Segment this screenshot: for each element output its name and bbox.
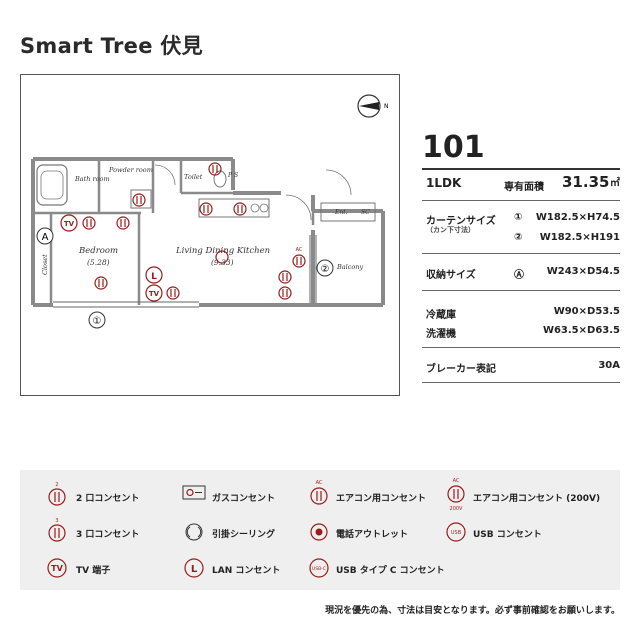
legend-label: エアコン用コンセント (200V) (473, 494, 601, 504)
ps-label: P S (227, 172, 238, 179)
ac-outlet-icon: AC (310, 480, 328, 505)
svg-text:USB: USB (451, 530, 462, 536)
svg-text:AC: AC (316, 480, 323, 486)
north-compass-icon: N (357, 94, 389, 118)
svg-text:3: 3 (55, 518, 58, 524)
legend-label: LAN コンセント (212, 566, 281, 576)
legend-label: ガスコンセント (212, 494, 276, 504)
svg-text:A: A (42, 232, 49, 243)
divider (422, 168, 620, 170)
usb-outlet-icon: USB (446, 522, 466, 542)
entrance-label: Ent. (334, 209, 348, 216)
outlet-2-icon: 2 (48, 482, 66, 506)
north-label: N (384, 103, 389, 110)
svg-text:200V: 200V (450, 506, 464, 512)
ceiling-hook-icon (185, 523, 203, 541)
storage-size: W243×D54.5 (546, 266, 620, 277)
ac-outlet-marker: AC (296, 247, 303, 253)
lan-outlet-marker: L (145, 266, 163, 284)
breaker-label: ブレーカー表記 (426, 364, 496, 375)
divider (422, 200, 620, 201)
tv-outlet-marker-2: TV (145, 284, 163, 302)
bedroom-size: (5.28) (87, 258, 110, 267)
legend-label: 引掛シーリング (212, 530, 276, 540)
storage-label: 収納サイズ (426, 270, 476, 281)
curtain-1-size: W182.5×H74.5 (535, 212, 620, 223)
svg-text:AC: AC (453, 478, 460, 484)
closet-label: Closet (41, 254, 49, 275)
storage-marker: Ⓐ (514, 270, 524, 281)
divider (422, 382, 620, 383)
svg-text:①: ① (93, 316, 102, 327)
legend-label: 電話アウトレット (336, 530, 409, 540)
unit-number: 101 (422, 130, 485, 165)
legend-label: USB タイプ C コンセント (336, 566, 445, 576)
divider (422, 290, 620, 291)
outlet-3-icon: 3 (48, 518, 66, 542)
floor-plan: N (20, 74, 400, 396)
balcony-label: Balcony (336, 263, 363, 271)
floor-plan-drawing: N (31, 94, 389, 329)
curtain-label: カーテンサイズ (426, 216, 496, 227)
bath-room-label: Bath room (74, 175, 110, 183)
toilet-label: Toilet (184, 173, 203, 181)
curtain-2-marker: ② (514, 232, 523, 243)
powder-room-label: Powder room (108, 166, 153, 174)
symbol-legend: 2 2 口コンセント ガスコンセント AC エアコン用コンセント AC 200V… (20, 470, 620, 590)
legend-label: USB コンセント (473, 530, 542, 540)
svg-text:TV: TV (149, 290, 160, 298)
svg-text:2: 2 (55, 482, 58, 488)
legend-label: 3 口コンセント (76, 530, 140, 540)
lan-outlet-icon: L (184, 558, 204, 578)
svg-text:TV: TV (51, 564, 63, 573)
curtain-1-marker: ① (514, 212, 523, 223)
footnote: 現況を優先の為、寸法は目安となります。必ず事前確認をお願いします。 (325, 606, 620, 616)
svg-text:L: L (151, 272, 157, 282)
usb-c-outlet-icon: USB-C (309, 558, 329, 578)
svg-text:USB-C: USB-C (312, 566, 326, 572)
ac-outlet-200v-icon: AC 200V (447, 478, 465, 512)
legend-label: エアコン用コンセント (336, 494, 427, 504)
svg-text:TV: TV (64, 220, 75, 228)
fridge-label: 冷蔵庫 (426, 310, 456, 321)
curtain-note: （カン下寸法） (426, 226, 475, 234)
area-value: 31.35 (562, 173, 610, 191)
bedroom-label: Bedroom (78, 246, 118, 256)
layout-type: 1LDK (426, 176, 462, 190)
breaker-value: 30A (598, 360, 620, 371)
svg-text:②: ② (321, 264, 330, 275)
tv-outlet-marker-1: TV (60, 214, 78, 232)
svg-text:L: L (191, 564, 198, 575)
svg-text:AC: AC (296, 247, 303, 253)
page-title: Smart Tree 伏見 (20, 34, 203, 58)
closet-marker: A (36, 227, 54, 245)
washer-label: 洗濯機 (426, 329, 456, 340)
divider (422, 347, 620, 348)
divider (422, 253, 620, 254)
area-unit: ㎡ (610, 178, 620, 189)
washer-size: W63.5×D63.5 (542, 325, 620, 336)
curtain-2-size: W182.5×H191 (539, 232, 620, 243)
legend-label: 2 口コンセント (76, 494, 140, 504)
gas-outlet-icon (182, 485, 206, 500)
window-1-marker: ① (88, 311, 106, 329)
shoe-cabinet-label: SC (361, 209, 370, 216)
fridge-size: W90×D53.5 (553, 306, 620, 317)
phone-outlet-icon (310, 523, 328, 541)
window-2-marker: ② (316, 259, 334, 277)
tv-outlet-icon: TV (47, 558, 67, 578)
outlet-symbols (82, 162, 306, 300)
legend-label: TV 端子 (76, 566, 111, 576)
area-label: 専有面積 (504, 182, 544, 193)
